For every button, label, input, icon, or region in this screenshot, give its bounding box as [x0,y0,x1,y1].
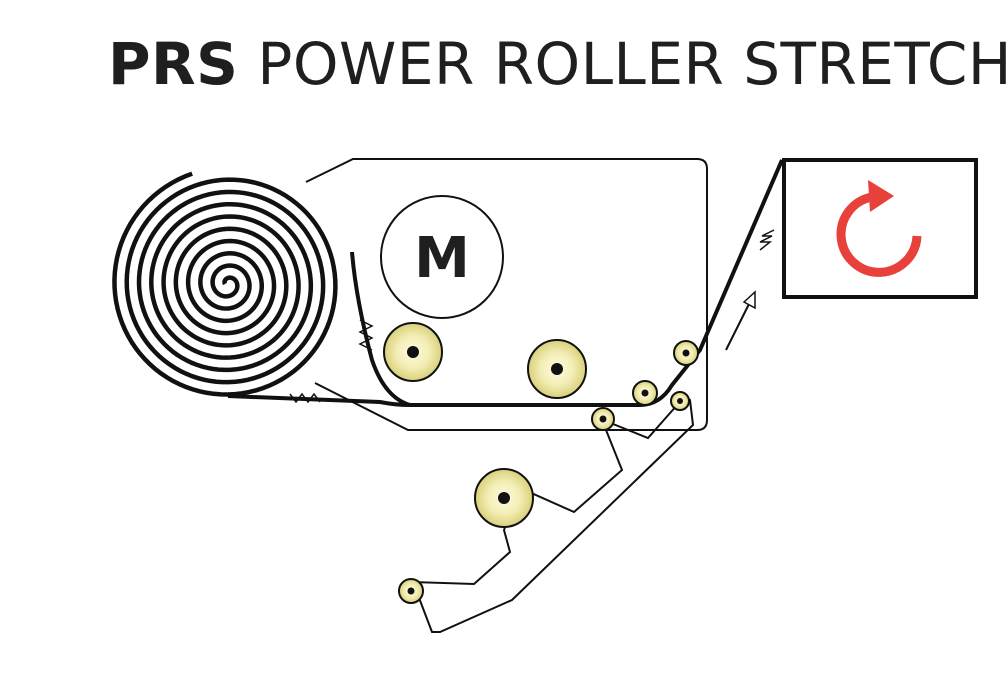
film-roll-spiral [112,171,338,397]
arrow-up-right-icon [725,290,756,351]
roller-idler-arm [591,407,615,431]
roller-dancer-small [398,578,424,604]
film-web-roll-exit [350,251,411,407]
roller-dancer-large [474,468,534,528]
clockwise-rotation-icon [836,180,922,277]
dancer-arm [411,391,695,633]
roller-idler-exit [673,340,699,366]
dancer-arm-link [602,403,679,440]
title-full-name: POWER ROLLER STRETCH [257,30,1006,98]
roller-large-right [527,339,587,399]
title-abbreviation: PRS [108,30,239,98]
film-roll [112,171,338,397]
machine-housing [305,158,708,431]
stretch-marker-roll [358,319,374,351]
roller-idler-guide [632,380,658,406]
roller-large-left [383,322,443,382]
diagram-title: PRS POWER ROLLER STRETCH [108,30,1006,98]
stretch-marker-exit [759,229,775,251]
stretch-marker-bottom [289,392,321,404]
motor-label: M [414,226,470,291]
motor: M [380,195,504,319]
roller-idler-pivot [670,391,690,411]
